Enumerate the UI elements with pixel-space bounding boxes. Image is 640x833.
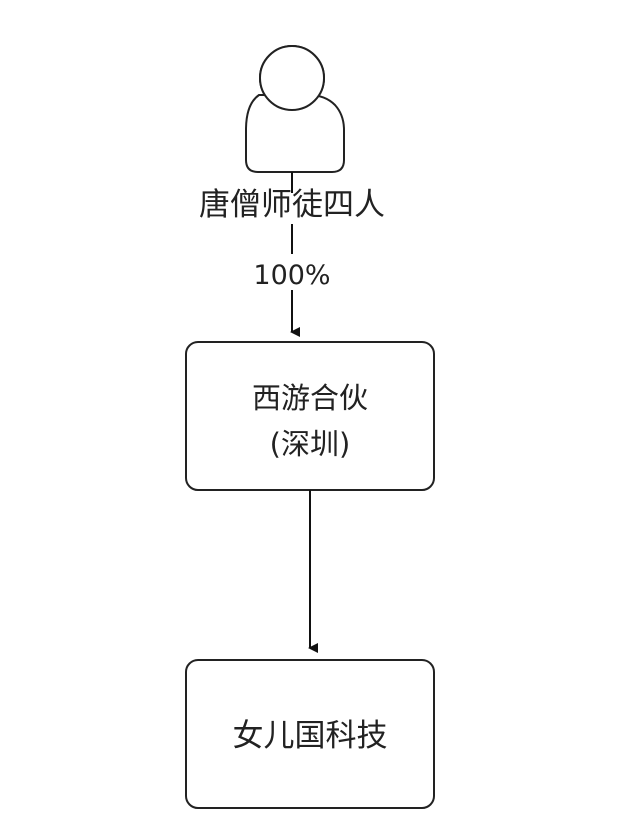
- middle-company-location: (深圳): [270, 427, 351, 461]
- middle-company-box: [185, 341, 435, 491]
- bottom-company-name: 女儿国科技: [233, 718, 388, 754]
- edge-ownership-label: 100%: [253, 260, 330, 291]
- middle-company-name: 西游合伙: [252, 381, 368, 415]
- person-icon: [245, 45, 345, 173]
- bottom-company-box: [185, 659, 435, 809]
